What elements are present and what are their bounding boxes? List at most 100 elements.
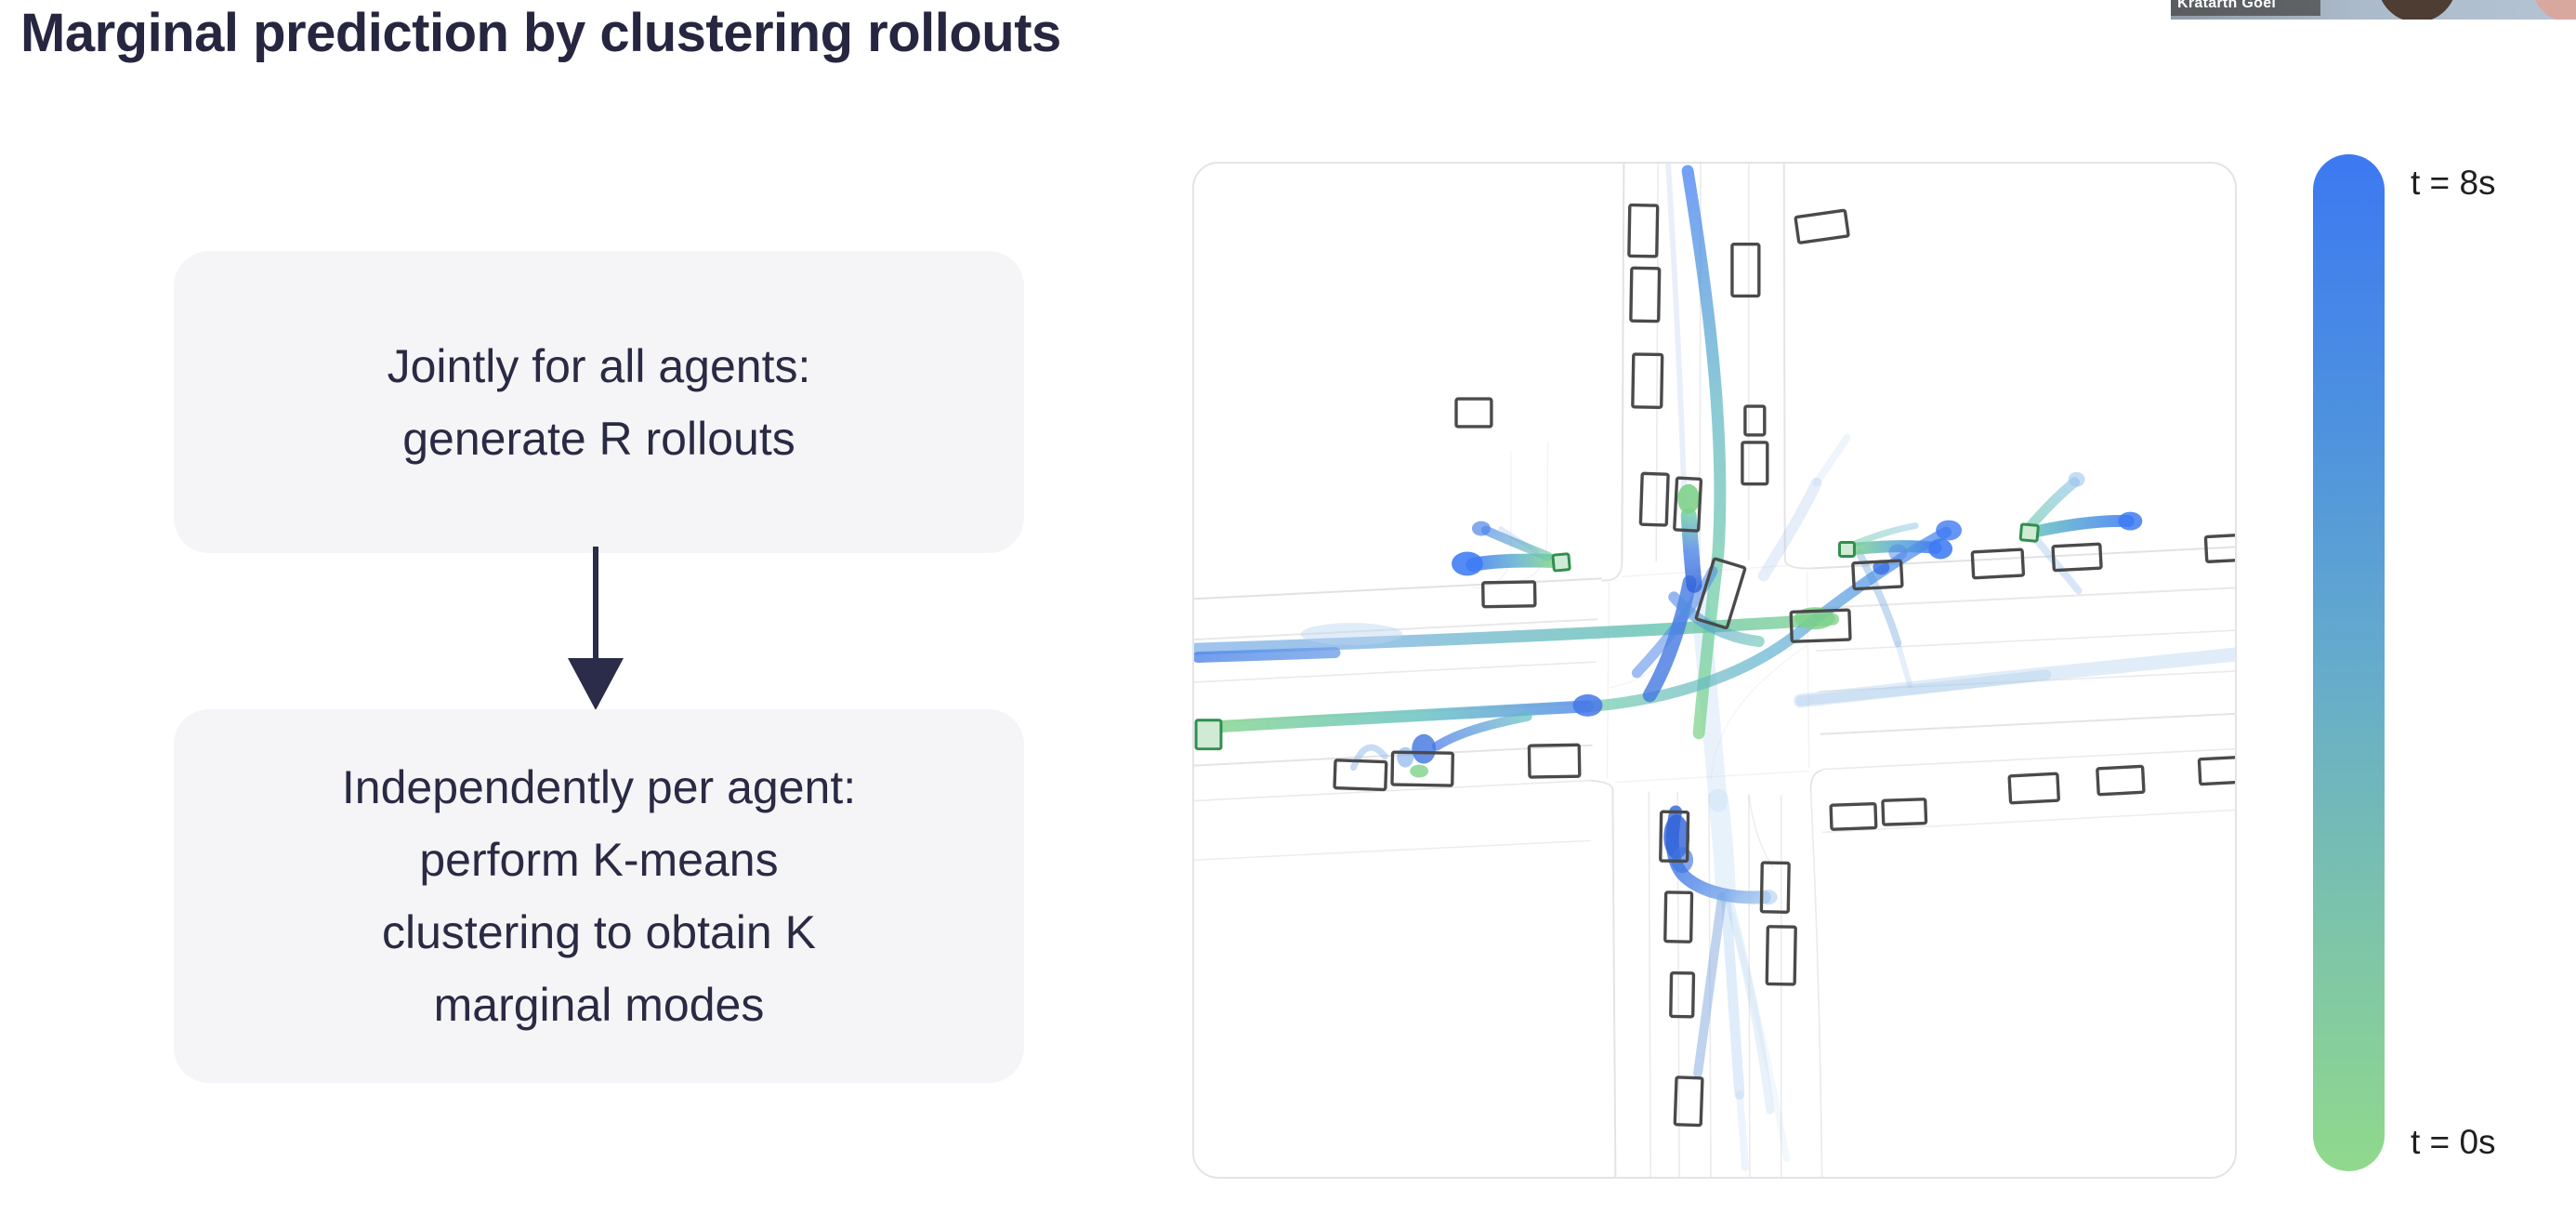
agent-box (1838, 541, 1856, 558)
rollout-trajectory (1194, 613, 1840, 655)
vehicle-box (1694, 557, 1747, 629)
vehicle-box (1851, 559, 1904, 591)
rollout-trajectory (1211, 700, 1594, 733)
vehicle-box (1881, 798, 1928, 826)
rollout-trajectory (1895, 640, 1913, 688)
vehicle-box (1638, 471, 1670, 527)
participant-name-label: Kratarth Goel (2171, 0, 2320, 16)
vehicle-box (1481, 580, 1537, 609)
road-line (1194, 587, 2235, 641)
rollout-trajectory (1668, 591, 1765, 648)
rollout-trajectory (1349, 744, 1388, 772)
vehicle-box (1659, 810, 1690, 864)
vehicle-box (1627, 203, 1660, 258)
vehicle-box (1765, 925, 1797, 986)
vehicle-box (1669, 970, 1696, 1019)
vehicle-box (1629, 266, 1662, 323)
rollout-trajectory (1720, 890, 1745, 1100)
flow-step-2: Independently per agent: perform K-means… (174, 709, 1024, 1083)
participant-head-2 (2531, 0, 2576, 20)
rollout-trajectory (1681, 165, 1727, 740)
trajectory-endpoint-blob (1928, 538, 1953, 560)
trajectory-endpoint-blob (1410, 764, 1429, 778)
trajectory-viz-panel (1192, 162, 2237, 1179)
vehicle-box (2051, 542, 2103, 573)
vehicle-box (1794, 208, 1850, 244)
road-line (1782, 164, 1786, 561)
trajectory-endpoint-blob (1471, 521, 1491, 536)
trajectory-endpoint-blob (1936, 520, 1963, 541)
road-line (1621, 164, 1625, 562)
road-line (1809, 791, 1823, 1177)
trajectory-svg (1194, 164, 2235, 1177)
flow-step-2-text: Independently per agent: perform K-means… (341, 761, 857, 1031)
rollout-trajectory (1480, 525, 1553, 561)
vehicle-box (1333, 759, 1388, 792)
participant-name-text: Kratarth Goel (2177, 0, 2277, 11)
trajectory-endpoint-blob (1397, 746, 1414, 768)
participant-head (2377, 0, 2457, 20)
rollout-trajectory (1432, 711, 1532, 751)
trajectory-endpoint-blob (1677, 483, 1701, 514)
rollout-trajectory (1680, 508, 1702, 593)
trajectory-endpoint-blob (1300, 623, 1403, 646)
down-arrow-icon (568, 547, 624, 710)
rollout-trajectory (1728, 910, 1791, 1163)
rollout-trajectory (1194, 647, 1341, 664)
trajectory-endpoint-blob (1572, 693, 1603, 717)
vehicle-box (1970, 548, 2026, 580)
rollout-trajectory (1725, 896, 1775, 1115)
rollout-trajectory (1708, 788, 1736, 904)
road-line (1748, 795, 1751, 1177)
rollout-trajectory (1794, 647, 2235, 708)
webcam-thumbnail[interactable]: Kratarth Goel (2171, 0, 2576, 20)
colorbar-label-bottom: t = 0s (2411, 1123, 2496, 1161)
vehicle-box (1527, 743, 1582, 779)
trajectory-endpoint-blob (1873, 560, 1890, 575)
rollout-trajectory (1735, 1090, 1749, 1172)
rollout-trajectory (2023, 477, 2081, 534)
rollout-trajectory (1465, 553, 1559, 572)
vehicle-box (1673, 476, 1703, 533)
flow-step-1-text: Jointly for all agents: generate R rollo… (387, 339, 811, 465)
road-line (1611, 789, 1617, 1177)
slide-title: Marginal prediction by clustering rollou… (20, 3, 1061, 63)
road-line (1194, 629, 2235, 683)
vehicle-box (2096, 764, 2146, 797)
vehicle-box (1673, 1075, 1704, 1128)
vehicle-box (1829, 802, 1878, 831)
road-line (1748, 793, 1774, 868)
rollout-trajectory (1642, 574, 1697, 703)
rollout-trajectory (1693, 892, 1727, 1078)
rollout-trajectory (2031, 534, 2083, 595)
flow-step-1: Jointly for all agents: generate R rollo… (174, 251, 1024, 553)
vehicle-box (1741, 441, 1769, 486)
vehicle-box (1390, 750, 1454, 787)
trajectory-endpoint-blob (2068, 471, 2085, 487)
agent-box (1194, 719, 1223, 751)
vehicle-box (1663, 891, 1694, 943)
vehicle-box (1454, 397, 1493, 429)
trajectory-endpoint-blob (1452, 551, 1483, 576)
road-line (1194, 809, 2235, 861)
road-line (1194, 747, 2235, 802)
vehicle-box (2007, 772, 2060, 805)
trajectory-endpoint-blob (1758, 890, 1778, 905)
road-line (1606, 564, 1810, 784)
rollout-trajectory (1812, 433, 1851, 487)
vehicle-box (2203, 534, 2235, 563)
trajectory-endpoint-blob (1412, 733, 1437, 764)
vehicle-box (1743, 404, 1767, 437)
rollout-trajectory (1757, 477, 1822, 582)
vehicle-box (1759, 861, 1791, 914)
vehicle-box (1789, 608, 1852, 643)
road-line (1648, 791, 1652, 1177)
road-line (1590, 560, 1822, 792)
trajectory-endpoint-blob (1888, 544, 1908, 561)
rollout-trajectory (1795, 669, 2052, 706)
vehicle-box (1631, 352, 1664, 409)
time-colorbar (2313, 154, 2385, 1171)
colorbar-label-top: t = 8s (2411, 164, 2496, 202)
rollout-trajectory (2031, 514, 2135, 538)
